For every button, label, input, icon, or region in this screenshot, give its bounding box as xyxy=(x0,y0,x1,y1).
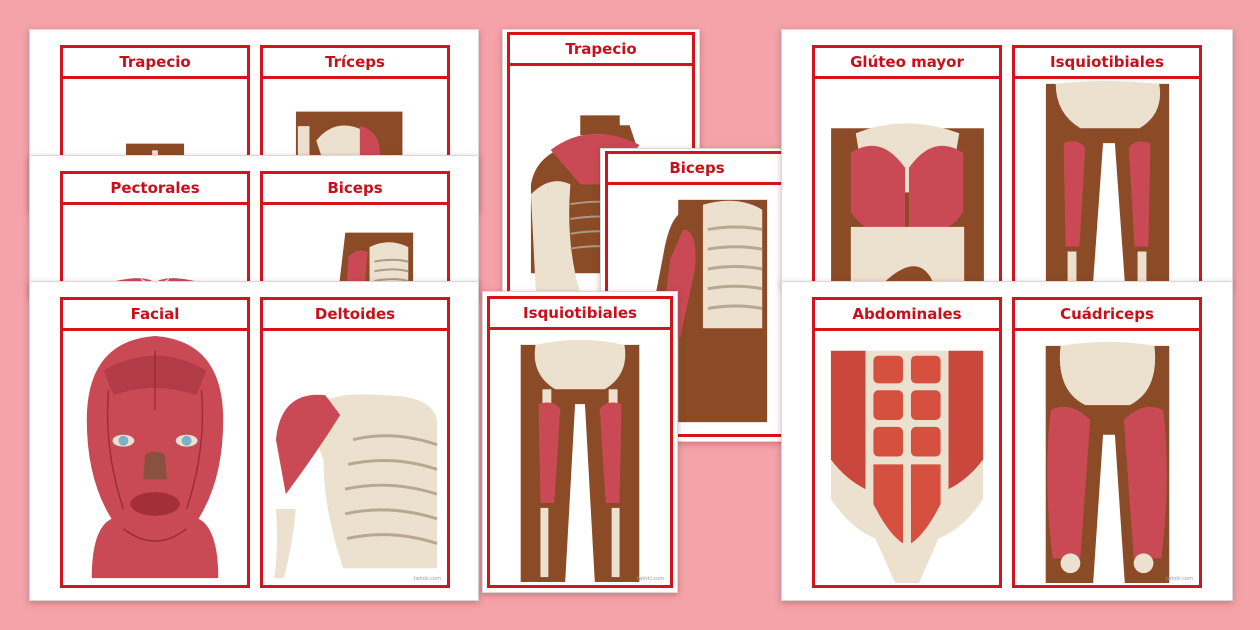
sheet-front-left: Facial Deltoides twinkl.com xyxy=(29,281,479,601)
card-title: Glúteo mayor xyxy=(815,48,999,79)
card-gluteo: Glúteo mayor xyxy=(812,45,1002,290)
card-isquiotibiales: Isquiotibiales xyxy=(1012,45,1202,290)
card-title: Biceps xyxy=(263,174,447,205)
card-deltoides: Deltoides twinkl.com xyxy=(260,297,450,588)
deltoid-illustration xyxy=(263,331,447,585)
card-title: Abdominales xyxy=(815,300,999,331)
card-title: Trapecio xyxy=(63,48,247,79)
hamstrings-illustration xyxy=(490,330,670,585)
quadriceps-illustration xyxy=(1015,331,1199,585)
card-facial: Facial xyxy=(60,297,250,588)
sheet-back-right: Glúteo mayor Isquiotibiales xyxy=(781,29,1233,290)
card-title: Cuádriceps xyxy=(1015,300,1199,331)
card-title: Tríceps xyxy=(263,48,447,79)
abdominals-illustration xyxy=(815,331,999,585)
sheet-middle-left: Pectorales Biceps xyxy=(29,155,479,331)
watermark: twinkl.com xyxy=(636,576,664,582)
watermark: twinkl.com xyxy=(1165,576,1193,582)
card-title: Biceps xyxy=(608,154,786,185)
facial-muscles-illustration xyxy=(63,331,247,585)
sheet-front-right: Abdominales Cuádriceps xyxy=(781,281,1233,601)
card-title: Facial xyxy=(63,300,247,331)
card-title: Isquiotibiales xyxy=(1015,48,1199,79)
sheet-center-front: Isquiotibiales twinkl.com xyxy=(482,291,678,593)
hamstrings-illustration xyxy=(1015,79,1199,287)
card-title: Trapecio xyxy=(510,35,692,66)
gluteus-illustration xyxy=(815,79,999,287)
card-isquiotibiales-center: Isquiotibiales twinkl.com xyxy=(487,296,673,588)
card-cuadriceps: Cuádriceps twinkl.com xyxy=(1012,297,1202,588)
watermark: twinkl.com xyxy=(413,576,441,582)
card-abdominales: Abdominales xyxy=(812,297,1002,588)
card-title: Deltoides xyxy=(263,300,447,331)
card-title: Pectorales xyxy=(63,174,247,205)
card-title: Isquiotibiales xyxy=(490,299,670,330)
